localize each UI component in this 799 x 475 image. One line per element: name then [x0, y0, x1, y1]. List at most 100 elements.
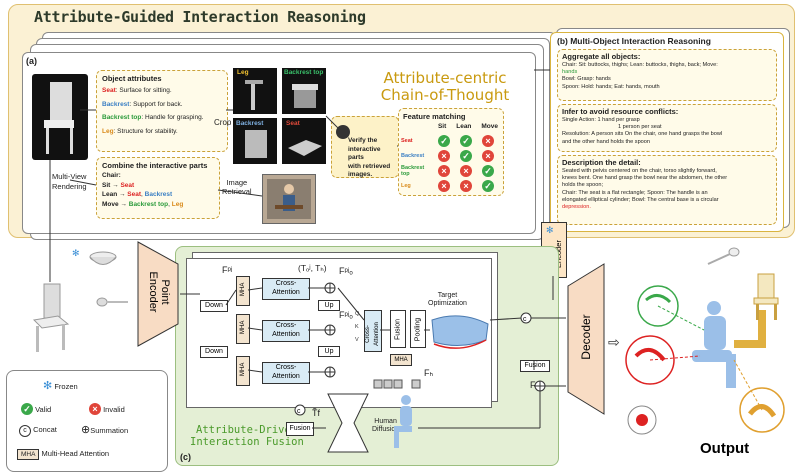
- feature-matching-header: Sit Lean Move: [433, 123, 503, 132]
- target-optimization-mesh: [430, 310, 490, 350]
- valid-check-icon: ✓: [438, 134, 450, 147]
- verify-line-1: Verify the: [348, 137, 378, 144]
- infer-title: Infer to avoid resource conflicts:: [562, 107, 679, 116]
- describe-line-1: Seated with pelvis centered on the chair…: [562, 168, 717, 174]
- col-lean: Lean: [456, 123, 472, 130]
- attr-seat-part: Seat: [102, 87, 116, 94]
- arrow-output-icon: ⇨: [608, 334, 620, 350]
- multi-view-label: Multi-View Rendering: [52, 172, 87, 192]
- attr-backrest-top: Backrest top: Handle for grasping.: [102, 114, 222, 123]
- panel-a-title: Attribute-Guided Interaction Reasoning: [34, 8, 366, 26]
- combine-sit-parts: Seat: [120, 181, 135, 189]
- ca2-line-2: Attention: [272, 331, 300, 338]
- valid-check-icon: ✓: [482, 179, 494, 192]
- feature-matching-title: Feature matching: [403, 112, 466, 121]
- panel-a-label: (a): [26, 56, 37, 66]
- panel-c-title-line-2: Interaction Fusion: [190, 436, 304, 448]
- invalid-cross-icon: ×: [460, 179, 472, 192]
- panel-b-title: (b) Multi-Object Interaction Reasoning: [557, 36, 711, 46]
- combine-lean-part-a: Seat: [127, 191, 142, 198]
- point-encoder-block: Point Encoder: [136, 240, 180, 348]
- invalid-cross-icon: ×: [482, 134, 494, 147]
- cot-title-line-2: Chain-of-Thought: [380, 86, 510, 104]
- object-attributes-title: Object attributes: [102, 74, 162, 83]
- valid-check-icon: ✓: [460, 149, 472, 162]
- legend-concat-label: Concat: [33, 425, 57, 434]
- mha-block-2-label: MHA: [240, 320, 246, 334]
- down-block-1: Down: [200, 300, 228, 312]
- combine-row-sit: Sit → Seat: [102, 181, 135, 189]
- output-visualization: [622, 270, 792, 442]
- crop-backrest-label: Backrest: [236, 120, 264, 127]
- frozen-snowflake-icon: ✻: [72, 248, 80, 258]
- legend-mha-chip: MHA: [17, 449, 40, 460]
- legend-valid: ✓ Valid: [21, 403, 51, 415]
- fusion-block-inner: Fusion: [390, 310, 406, 348]
- invalid-cross-icon: ×: [438, 149, 450, 162]
- verify-line-3: with retrieved: [348, 162, 391, 170]
- text-encoder-frozen-icon: ✻: [546, 225, 554, 235]
- human-diffusion-block: [326, 392, 370, 454]
- crop-seat-image: Seat: [282, 118, 326, 164]
- legend-mha: MHA Multi-Head Attention: [17, 449, 109, 460]
- mha-block-1-label: MHA: [240, 282, 246, 296]
- col-sit: Sit: [437, 123, 447, 130]
- up-block-1: Up: [318, 300, 340, 311]
- multi-view-line-1: Multi-View: [52, 172, 87, 181]
- input-chair-object: [28, 282, 72, 354]
- aggregate-line-4: Spoon: Hold: hands; Eat: hands, mouth: [562, 83, 660, 90]
- mha-block-3-label: MHA: [240, 362, 246, 376]
- combine-row-move: Move → Backrest top, Leg: [102, 200, 184, 208]
- invalid-cross-icon: ×: [460, 164, 472, 177]
- combine-parts-box: Combine the interactive parts Chair: Sit…: [96, 157, 220, 219]
- cross-attention-2: Cross-Attention: [262, 320, 310, 342]
- legend-snowflake-icon: ✻: [43, 380, 53, 392]
- pooling-label: Pooling: [414, 317, 422, 342]
- crop-leg-image: Leg: [233, 68, 277, 114]
- legend-valid-label: Valid: [35, 405, 52, 414]
- infer-box: Infer to avoid resource conflicts: Singl…: [557, 104, 777, 152]
- human-diffusion-label: Human Diffusion: [372, 418, 399, 434]
- verify-line-2: interactive parts: [348, 145, 381, 162]
- chair-silhouette-image: [32, 74, 88, 160]
- ca3-line-2: Attention: [272, 373, 300, 380]
- ca1-line-1: Cross-: [275, 280, 297, 287]
- fh-label: Fₕ: [424, 368, 434, 378]
- feature-matching-rows: Seat✓✓×Backrest×✓×Backrest top××✓Leg××✓: [401, 133, 501, 193]
- invalid-cross-icon: ×: [438, 179, 450, 192]
- qkv-labels: Q K V: [355, 308, 359, 347]
- human-diffusion-line-1: Human: [374, 418, 397, 425]
- object-attributes-box: Object attributes Seat: Surface for sitt…: [96, 70, 228, 152]
- panel-c-title: Attribute-Driven Interaction Fusion: [190, 424, 304, 448]
- target-opt-line-2: Optimization: [428, 300, 467, 307]
- attr-seat-desc: : Surface for sitting.: [115, 87, 172, 94]
- verify-text: Verify the interactive parts with retrie…: [348, 137, 396, 180]
- image-retrieval-line-1: Image: [226, 178, 248, 187]
- feature-row: Seat ✓ ✓ ×: [401, 133, 501, 148]
- attr-leg: Leg: Structure for stability.: [102, 128, 222, 137]
- aggregate-line-1: Chair: Sit: buttocks, thighs; Lean: butt…: [562, 62, 718, 68]
- feature-row-name: Seat: [401, 137, 413, 144]
- feature-row: Leg××✓: [401, 178, 501, 193]
- retrieved-photo-stack: [262, 174, 316, 224]
- attr-seat: Seat: Surface for sitting.: [102, 87, 222, 96]
- mha-block-3: MHA: [236, 356, 250, 386]
- crop-label: Crop: [214, 118, 232, 127]
- attr-leg-desc: : Structure for stability.: [113, 127, 178, 135]
- fusion-block-outer: Fusion: [520, 360, 550, 372]
- output-label: Output: [700, 440, 750, 457]
- aggregate-title: Aggregate all objects:: [562, 52, 641, 61]
- fusion-block-bottom: Fusion: [286, 422, 314, 436]
- fp-label: Fᵖʲ: [222, 265, 233, 275]
- down-block-2: Down: [200, 346, 228, 358]
- crop-backrest-top-label: Backrest top: [284, 69, 324, 76]
- invalid-cross-icon: ×: [482, 149, 494, 162]
- valid-check-icon: ✓: [460, 134, 472, 147]
- combine-lean-action: Lean: [102, 191, 118, 198]
- legend-summation-label: Summation: [90, 426, 129, 435]
- image-retrieval-label: Image Retrieval: [222, 178, 252, 196]
- attr-backrest: Backrest: Support for back.: [102, 101, 222, 110]
- attr-backrest-part: Backrest: [102, 100, 130, 108]
- infer-line-2: 1 person per seat: [618, 124, 662, 131]
- cot-title: Attribute-centric Chain-of-Thought: [380, 70, 510, 104]
